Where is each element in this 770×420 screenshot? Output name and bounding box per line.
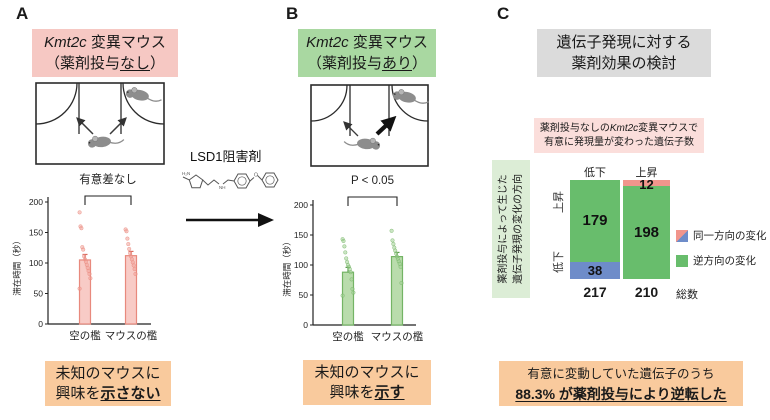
panel-b-title-line2: （薬剤投与あり） xyxy=(306,55,428,72)
explore-arrow-left xyxy=(76,117,94,135)
mosaic-total-down: 217 xyxy=(583,284,607,300)
mosaic-column-header-up: 上昇 xyxy=(635,167,658,179)
panel-a-conclusion-line2: 興味を示さない xyxy=(55,384,161,402)
mosaic-row-label-down: 低下 xyxy=(553,251,565,273)
svg-text:マウスの檻: マウスの檻 xyxy=(371,330,424,343)
explore-arrow-left xyxy=(343,121,359,137)
panel-b-title-line1: Kmt2c 変異マウス xyxy=(306,34,428,51)
panel-c-note-line2: 有意に発現量が変わった遺伝子数 xyxy=(544,136,694,148)
explore-arrow-right xyxy=(109,117,127,135)
svg-text:マウスの檻: マウスの檻 xyxy=(105,329,158,342)
legend-item-opposite-direction: 逆方向の変化 xyxy=(676,253,756,268)
panel-a-conclusion-box: 未知のマウスに 興味を示さない xyxy=(45,361,171,406)
mosaic-column-down: 179 38 xyxy=(570,180,620,279)
same-direction-swatch-icon xyxy=(676,229,688,242)
svg-text:0: 0 xyxy=(303,320,308,330)
svg-text:0: 0 xyxy=(38,319,43,329)
panel-a-bar-chart: 0 50 100 150 200 滞在時間（秒） 空の檻マウスの檻 有意差なし xyxy=(12,172,158,342)
mosaic-segment-same-up xyxy=(623,180,670,186)
svg-text:有意差なし: 有意差なし xyxy=(79,172,137,186)
panel-b-cage-diagram xyxy=(310,84,429,167)
mosaic-total-up: 210 xyxy=(634,284,659,300)
mosaic-column-header-down: 低下 xyxy=(584,167,606,179)
panel-a-title-box: Kmt2c 変異マウス （薬剤投与なし） xyxy=(32,29,178,77)
svg-text:100: 100 xyxy=(294,260,308,270)
svg-text:NH: NH xyxy=(219,185,226,190)
panel-b-bar-chart: 0 50 100 150 200 滞在時間（秒） 空の檻マウスの檻 P < 0.05 xyxy=(282,175,424,343)
opposite-direction-swatch-icon xyxy=(676,254,688,267)
svg-text:150: 150 xyxy=(294,230,308,240)
svg-text:滞在時間（秒）: 滞在時間（秒） xyxy=(282,237,292,297)
mosaic-column-up: 198 xyxy=(623,180,670,279)
panel-a-cage-diagram xyxy=(35,82,165,165)
svg-text:100: 100 xyxy=(29,258,43,268)
panel-a-title-line1: Kmt2c 変異マウス xyxy=(44,34,166,51)
panel-c-conclusion-box: 有意に変動していた遺伝子のうち 88.3% が薬剤投与により逆転した xyxy=(499,361,743,406)
panel-c-label: C xyxy=(497,4,510,23)
svg-text:150: 150 xyxy=(29,228,43,238)
svg-text:200: 200 xyxy=(294,200,308,210)
panel-a-label: A xyxy=(16,4,29,23)
preference-arrow-bold xyxy=(375,115,397,136)
panel-c-note-box: 薬剤投与なしのKmt2c変異マウスで 有意に発現量が変わった遺伝子数 xyxy=(534,118,704,153)
panel-a-conclusion-line1: 未知のマウスに xyxy=(55,364,161,382)
mosaic-y-axis-label: 薬剤投与によって生じた遺伝子発現の変化の方向 xyxy=(492,160,530,298)
svg-text:50: 50 xyxy=(299,290,309,300)
treatment-arrow-icon xyxy=(186,213,274,227)
svg-text:50: 50 xyxy=(34,289,44,299)
panel-c-note-line1: 薬剤投与なしのKmt2c変異マウスで xyxy=(539,122,699,134)
svg-text:滞在時間（秒）: 滞在時間（秒） xyxy=(12,236,22,296)
svg-text:空の檻: 空の檻 xyxy=(69,329,101,342)
mosaic-row-label-up: 上昇 xyxy=(553,191,565,213)
panel-c-conclusion-line2: 88.3% が薬剤投与により逆転した xyxy=(515,385,727,402)
panel-b-conclusion-box: 未知のマウスに 興味を示す xyxy=(303,360,431,405)
panel-b-conclusion-line1: 未知のマウスに xyxy=(314,363,420,381)
drug-name-label: LSD1阻害剤 xyxy=(190,149,262,164)
svg-text:P < 0.05: P < 0.05 xyxy=(351,175,394,187)
mosaic-totals-label: 総数 xyxy=(676,289,698,301)
panel-c-title-box: 遺伝子発現に対する 薬剤効果の検討 xyxy=(537,29,711,77)
svg-text:O: O xyxy=(254,173,258,179)
legend-item-same-direction: 同一方向の変化 xyxy=(676,228,767,243)
panel-b-title-box: Kmt2c 変異マウス （薬剤投与あり） xyxy=(298,29,436,77)
svg-text:H₂N: H₂N xyxy=(182,171,190,176)
mosaic-segment-same-up-value: 12 xyxy=(639,177,654,192)
panel-a-title-line2: （薬剤投与なし） xyxy=(44,55,166,72)
panel-c-title-line1: 遺伝子発現に対する xyxy=(556,34,692,51)
mosaic-segment-reversed-up: 179 xyxy=(570,180,620,262)
mosaic-segment-same-down: 38 xyxy=(570,261,620,279)
mosaic-segment-reversed-down: 198 xyxy=(623,185,670,279)
panel-b-conclusion-line2: 興味を示す xyxy=(329,383,405,401)
lsd1-inhibitor-structure: H₂N NH O xyxy=(182,171,279,190)
mosaic-plot: 179 38 198 12 xyxy=(570,177,670,279)
panel-b-label: B xyxy=(286,4,299,23)
panel-c-conclusion-line1: 有意に変動していた遺伝子のうち xyxy=(527,366,715,381)
svg-text:200: 200 xyxy=(29,197,43,207)
svg-text:空の檻: 空の檻 xyxy=(332,330,364,343)
panel-c-title-line2: 薬剤効果の検討 xyxy=(571,55,677,72)
